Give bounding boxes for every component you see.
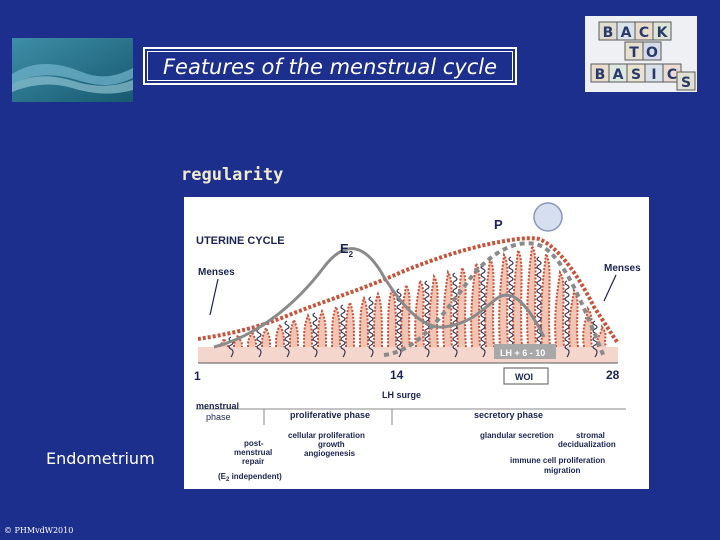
spiral-artery-12 [564, 280, 570, 358]
gland-9 [345, 299, 355, 348]
gland-24 [554, 269, 565, 348]
gland-5 [289, 317, 299, 348]
gland-11 [373, 291, 383, 348]
menses-left-pointer [209, 278, 219, 316]
gland-15 [428, 273, 439, 348]
spiral-artery-5 [368, 296, 374, 358]
logo-letter-k: K [657, 25, 669, 41]
gland-16 [442, 269, 453, 348]
endometrium-label: Endometrium [46, 449, 155, 468]
title-inner-border [147, 51, 513, 81]
spiral-artery-7 [424, 280, 430, 358]
cell-prolif-label-2: growth [318, 440, 345, 449]
spiral-artery-11 [536, 256, 542, 358]
lh-window-box [494, 344, 556, 359]
spiral-artery-6 [396, 288, 402, 358]
page-title: Features of the menstrual cycle [162, 55, 498, 79]
day-28-label: 28 [606, 368, 620, 382]
stromal-label-2: decidualization [558, 440, 616, 449]
spiral-arteries-group [228, 256, 598, 358]
logo-letter-c1: C [639, 25, 649, 41]
uterine-cycle-heading: UTERINE CYCLE [196, 235, 285, 247]
menstrual-phase-label-2: phase [206, 412, 231, 422]
post-menstrual-label-2: menstrual [234, 448, 272, 457]
spiral-artery-8 [452, 272, 458, 358]
gland-10 [359, 295, 369, 348]
gland-2 [247, 328, 257, 348]
gland-25 [568, 287, 579, 348]
logo-letter-b2: B [595, 67, 606, 83]
immune-label-1: immune cell proliferation [510, 456, 605, 465]
menses-right-pointer [603, 274, 617, 302]
estradiol-curve [213, 247, 546, 349]
day-14-label: 14 [390, 368, 404, 382]
uterine-cycle-figure: LH + 6 - 10 WOI UTERINE CYCLE E2 P Mense… [184, 197, 649, 489]
logo-letter-s1: S [631, 67, 641, 83]
glands-group [219, 243, 607, 348]
hormone-e2-label: E2 [340, 241, 354, 259]
gland-4 [275, 321, 285, 348]
immune-label-2: migration [544, 466, 581, 475]
gland-8 [331, 304, 341, 348]
logo-letter-c2: C [667, 67, 677, 83]
menses-left-label: Menses [198, 267, 235, 278]
logo-letter-s2: S [681, 75, 691, 91]
spiral-artery-4 [340, 304, 346, 358]
gland-17 [456, 265, 467, 348]
lh-surge-label: LH surge [382, 390, 421, 400]
logo-letter-i: I [651, 67, 656, 83]
menses-right-label: Menses [604, 263, 641, 274]
day-1-label: 1 [194, 369, 201, 383]
lh-window-label: LH + 6 - 10 [500, 348, 545, 358]
wave-logo [12, 38, 133, 102]
spiral-artery-10 [508, 256, 514, 358]
spiral-artery-0 [228, 336, 234, 358]
post-menstrual-label-4: (E2 independent) [218, 472, 282, 483]
progesterone-curve [383, 241, 606, 358]
title-box: Features of the menstrual cycle [143, 47, 517, 85]
gland-23 [540, 251, 551, 348]
post-menstrual-label-3: repair [242, 457, 264, 466]
gland-13 [400, 282, 411, 348]
logo-letter-t: T [629, 45, 639, 61]
gland-22 [526, 243, 537, 348]
copyright-text: © PHMvdW2010 [4, 526, 74, 535]
menstrual-phase-label: menstrual [196, 401, 239, 411]
gland-7 [317, 308, 327, 348]
gland-6 [303, 312, 313, 348]
logo-letter-o: O [646, 45, 658, 61]
cell-prolif-label-3: angiogenesis [304, 449, 356, 458]
woi-label: WOI [515, 372, 533, 382]
logo-letter-a2: A [613, 67, 624, 83]
secretory-phase-label: secretory phase [474, 410, 543, 420]
post-menstrual-label-1: post- [244, 439, 264, 448]
hormone-p-label: P [494, 217, 503, 232]
subtitle: regularity [181, 165, 284, 185]
proliferative-phase-label: proliferative phase [290, 410, 370, 420]
logo-letter-a1: A [621, 25, 632, 41]
gland-12 [387, 286, 397, 348]
back-to-basics-logo: B A C K T O B A S I C S [585, 16, 697, 92]
cell-prolif-label-1: cellular proliferation [288, 431, 365, 440]
spiral-artery-2 [284, 320, 290, 358]
uterine-cycle-svg: LH + 6 - 10 WOI UTERINE CYCLE E2 P Mense… [194, 202, 641, 483]
spiral-artery-1 [256, 328, 262, 358]
gland-3 [261, 325, 271, 348]
spiral-artery-3 [312, 312, 318, 358]
stromal-label-1: stromal [576, 431, 605, 440]
embryo-circle [533, 202, 563, 232]
glandular-secretion-label: glandular secretion [480, 431, 554, 440]
gland-20 [498, 252, 509, 348]
logo-letter-b1: B [603, 25, 614, 41]
gland-1 [233, 332, 243, 348]
woi-box [503, 367, 549, 385]
